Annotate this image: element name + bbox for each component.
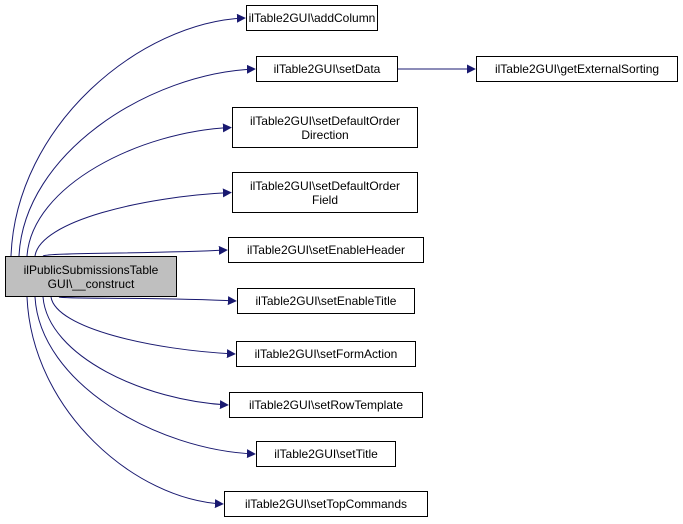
node-set-default-order-field-line-2: Field [311,192,338,207]
edge-root-to-setTopCommands [26,296,224,509]
node-set-data[interactable]: ilTable2GUI\setData [256,56,398,82]
node-add-column-label: ilTable2GUI\addColumn [248,11,376,25]
node-get-external-sorting[interactable]: ilTable2GUI\getExternalSorting [476,56,678,82]
node-set-row-template-label: ilTable2GUI\setRowTemplate [248,398,404,412]
edges-layer [10,13,476,509]
node-set-default-order-direction-line-2: Direction [301,127,349,142]
node-set-form-action[interactable]: ilTable2GUI\setFormAction [236,341,416,367]
node-set-enable-header[interactable]: ilTable2GUI\setEnableHeader [228,237,424,263]
node-root-line-2: GUI\__construct [47,276,135,291]
node-set-top-commands[interactable]: ilTable2GUI\setTopCommands [224,491,428,517]
node-add-column[interactable]: ilTable2GUI\addColumn [246,5,378,31]
node-set-title-label: ilTable2GUI\setTitle [274,447,378,461]
edge-root-to-setDefaultOrderField [34,188,232,257]
node-set-enable-header-label: ilTable2GUI\setEnableHeader [246,243,406,257]
node-set-default-order-direction[interactable]: ilTable2GUI\setDefaultOrder Direction [232,107,418,148]
edge-root-to-setRowTemplate [42,296,229,410]
edge-root-to-setFormAction [50,296,236,359]
node-set-default-order-field[interactable]: ilTable2GUI\setDefaultOrder Field [232,172,418,213]
node-root-line-1: ilPublicSubmissionsTable [23,262,159,277]
edge-root-to-setEnableTitle [58,296,237,306]
node-set-default-order-field-line-1: ilTable2GUI\setDefaultOrder [249,178,401,193]
node-set-row-template[interactable]: ilTable2GUI\setRowTemplate [229,392,423,418]
edge-root-to-setEnableHeader [42,245,228,257]
edge-root-to-setData [18,64,256,257]
edge-root-to-setDefaultOrderDirection [26,123,232,257]
node-set-enable-title[interactable]: ilTable2GUI\setEnableTitle [237,288,415,314]
node-set-data-label: ilTable2GUI\setData [273,62,381,76]
node-set-form-action-label: ilTable2GUI\setFormAction [254,347,398,361]
node-set-top-commands-label: ilTable2GUI\setTopCommands [244,497,408,511]
node-set-title[interactable]: ilTable2GUI\setTitle [256,441,396,467]
node-set-default-order-direction-line-1: ilTable2GUI\setDefaultOrder [249,113,401,128]
node-set-enable-title-label: ilTable2GUI\setEnableTitle [255,294,397,308]
node-get-external-sorting-label: ilTable2GUI\getExternalSorting [494,62,660,76]
node-root-construct: ilPublicSubmissionsTable GUI\__construct [5,256,177,297]
edge-root-to-addColumn [10,13,246,257]
edge-root-to-setTitle [34,296,256,459]
